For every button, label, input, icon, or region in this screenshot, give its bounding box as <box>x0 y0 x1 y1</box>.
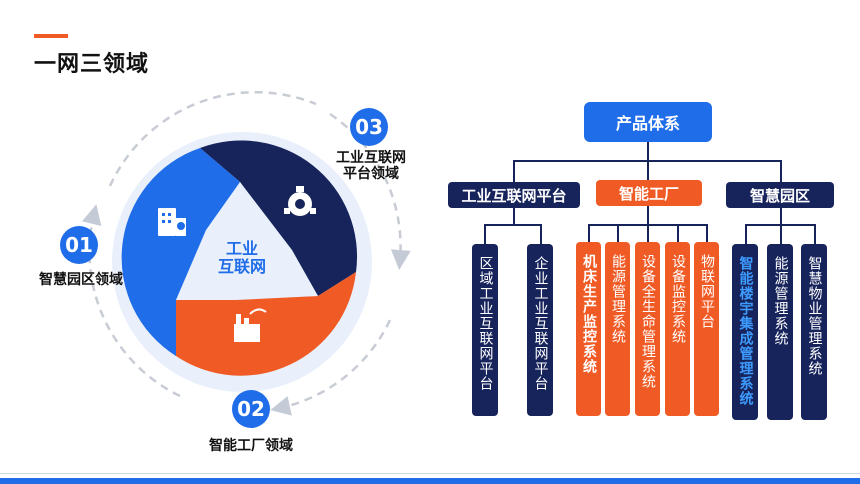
domain-label-factory: 智能工厂领域 <box>209 438 293 454</box>
leaf-label: 机床生产监控系统 <box>581 254 597 374</box>
leaf-label: 区域工业互联网平台 <box>477 256 494 391</box>
segment-platform <box>200 140 358 296</box>
domain-badge-03: 03 <box>350 108 388 146</box>
page-title: 一网三领域 <box>34 52 150 77</box>
leaf-smart-building: 智能楼宇集成管理系统 <box>732 244 758 420</box>
connector <box>745 224 747 244</box>
domain-label-platform: 工业互联网 平台领域 <box>326 150 416 182</box>
domain-label-platform-line1: 工业互联网 <box>336 150 406 166</box>
connector <box>647 142 649 160</box>
cycle-arrow-0 <box>108 90 317 187</box>
leaf-label: 能源管理系统 <box>772 256 789 346</box>
connector <box>647 160 649 180</box>
connector <box>677 224 679 242</box>
domain-label-park: 智慧园区领域 <box>39 272 123 288</box>
connector <box>706 224 708 242</box>
leaf-label: 企业工业互联网平台 <box>532 256 549 391</box>
factory-icon <box>234 308 267 342</box>
connector <box>647 224 649 242</box>
connector <box>484 224 486 244</box>
leaf-property-management: 智慧物业管理系统 <box>801 244 827 420</box>
leaf-equipment-monitor: 设备监控系统 <box>665 242 690 416</box>
leaf-iot-platform: 物联网平台 <box>694 242 719 416</box>
leaf-label: 智能楼宇集成管理系统 <box>737 256 754 406</box>
leaf-label: 设备全生命管理系统 <box>640 254 656 389</box>
branch-industrial-platform: 工业互联网平台 <box>448 182 580 208</box>
connector <box>780 224 782 244</box>
segment-park <box>121 148 240 356</box>
network-node-icon <box>284 186 316 216</box>
connector <box>814 224 816 244</box>
leaf-label: 物联网平台 <box>699 254 715 329</box>
center-label-line2: 互联网 <box>217 257 266 276</box>
connector <box>647 206 649 224</box>
connector <box>780 160 782 182</box>
branch-smart-park: 智慧园区 <box>726 182 834 208</box>
domain-badge-02: 02 <box>232 390 270 428</box>
center-triangle <box>176 182 318 300</box>
connector <box>617 224 619 242</box>
leaf-regional-platform: 区域工业互联网平台 <box>472 244 498 416</box>
leaf-machine-monitor: 机床生产监控系统 <box>576 242 601 416</box>
connector <box>588 224 590 242</box>
center-label: 工业 互联网 <box>204 240 280 276</box>
connector <box>780 208 782 224</box>
leaf-park-energy: 能源管理系统 <box>767 244 793 420</box>
title-accent-bar <box>34 34 68 38</box>
leaf-label: 智慧物业管理系统 <box>806 256 823 376</box>
building-icon <box>158 208 186 236</box>
leaf-label: 能源管理系统 <box>610 254 626 344</box>
footer-bar <box>0 478 860 484</box>
connector <box>540 224 542 244</box>
segment-factory <box>176 272 356 376</box>
cycle-arrow-2 <box>270 319 392 416</box>
domain-label-platform-line2: 平台领域 <box>343 166 399 182</box>
connector <box>513 208 515 224</box>
domain-badge-01: 01 <box>60 226 98 264</box>
connector <box>513 160 515 182</box>
center-label-line1: 工业 <box>225 239 258 258</box>
leaf-equipment-lifecycle: 设备全生命管理系统 <box>635 242 660 416</box>
footer-divider <box>0 473 860 474</box>
leaf-label: 设备监控系统 <box>670 254 686 344</box>
cycle-arrow-3 <box>329 112 411 270</box>
tree-root: 产品体系 <box>584 102 712 142</box>
branch-smart-factory: 智能工厂 <box>596 180 702 206</box>
leaf-energy-management: 能源管理系统 <box>605 242 630 416</box>
connector <box>484 224 542 226</box>
leaf-enterprise-platform: 企业工业互联网平台 <box>527 244 553 416</box>
